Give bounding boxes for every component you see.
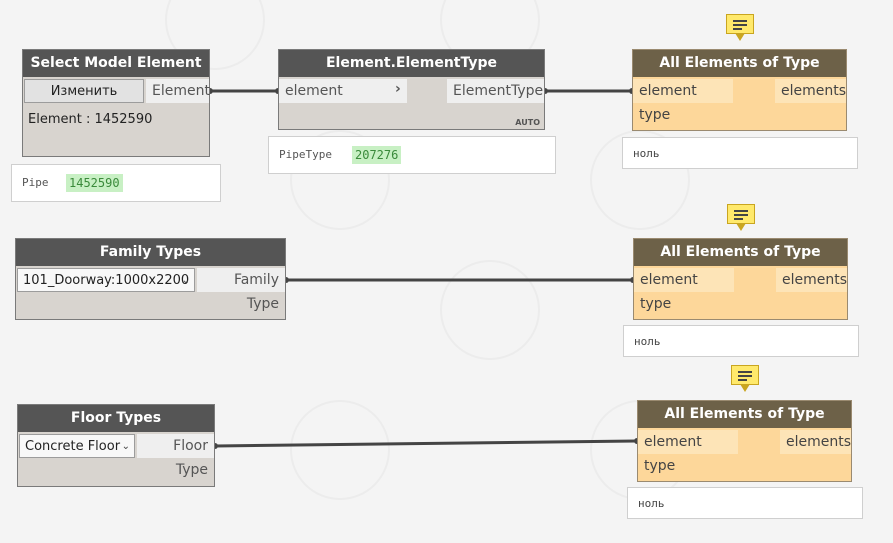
background-logo-mark <box>590 130 690 230</box>
preview-type: Pipe <box>22 176 49 189</box>
output-port-elements[interactable]: elements <box>776 268 847 292</box>
selected-element-value: Element : 1452590 <box>28 112 153 127</box>
chevron-down-icon: ⌄ <box>181 275 190 286</box>
preview-value: 1452590 <box>66 174 123 192</box>
node-title[interactable]: Select Model Element <box>23 50 209 77</box>
output-port-element[interactable]: Element <box>146 79 210 103</box>
input-port-element-type[interactable]: element type <box>634 268 734 312</box>
family-types-node[interactable]: Family Types 101_Doorway:1000x2200 ⌄ Fam… <box>15 238 286 320</box>
background-logo-mark <box>290 400 390 500</box>
node-title[interactable]: Floor Types <box>18 405 214 432</box>
preview-bubble: ноль <box>623 325 859 357</box>
change-selection-button[interactable]: Изменить <box>24 79 144 103</box>
dropdown-selected-value: Concrete Floor <box>25 439 121 454</box>
all-elements-of-type-node-3[interactable]: All Elements of Type element type elemen… <box>637 400 852 482</box>
preview-bubble: Pipe 1452590 <box>11 164 221 202</box>
preview-bubble: ноль <box>622 137 858 169</box>
all-elements-of-type-node-2[interactable]: All Elements of Type element type elemen… <box>633 238 848 320</box>
node-title[interactable]: All Elements of Type <box>638 401 851 428</box>
preview-value: 207276 <box>352 146 402 164</box>
lacing-mode-label[interactable]: AUTO <box>515 118 540 127</box>
preview-bubble: ноль <box>627 487 863 519</box>
dropdown-selected-value: 101_Doorway:1000x2200 <box>23 273 190 288</box>
chevron-down-icon: ⌄ <box>121 441 130 452</box>
chevron-right-icon: › <box>395 81 401 97</box>
element-type-node[interactable]: Element.ElementType element › ElementTyp… <box>278 49 545 130</box>
output-port-family-type[interactable]: Family Type <box>197 268 285 312</box>
note-icon[interactable] <box>726 14 754 41</box>
node-title[interactable]: Element.ElementType <box>279 50 544 77</box>
note-icon[interactable] <box>731 365 759 392</box>
background-logo-mark <box>440 260 540 360</box>
output-port-elements[interactable]: elements <box>775 79 846 103</box>
node-title[interactable]: Family Types <box>16 239 285 266</box>
all-elements-of-type-node-1[interactable]: All Elements of Type element type elemen… <box>632 49 847 131</box>
select-model-element-node[interactable]: Select Model Element Изменить Element El… <box>22 49 210 157</box>
family-type-dropdown[interactable]: 101_Doorway:1000x2200 ⌄ <box>17 268 195 292</box>
output-port-elementtype[interactable]: ElementType <box>447 79 544 103</box>
preview-null-value: ноль <box>633 147 660 160</box>
input-port-element[interactable]: element <box>279 79 407 103</box>
floor-type-dropdown[interactable]: Concrete Floor ⌄ <box>19 434 135 458</box>
preview-bubble: PipeType 207276 <box>268 136 556 174</box>
node-title[interactable]: All Elements of Type <box>634 239 847 266</box>
preview-type: PipeType <box>279 148 332 161</box>
output-port-floor-type[interactable]: Floor Type <box>137 434 214 478</box>
floor-types-node[interactable]: Floor Types Concrete Floor ⌄ Floor Type <box>17 404 215 487</box>
wire-floor-type-to-all-elements-3 <box>214 439 638 448</box>
input-port-element-type[interactable]: element type <box>633 79 733 123</box>
note-icon[interactable] <box>727 204 755 231</box>
preview-null-value: ноль <box>634 335 661 348</box>
preview-null-value: ноль <box>638 497 665 510</box>
node-title[interactable]: All Elements of Type <box>633 50 846 77</box>
output-port-elements[interactable]: elements <box>780 430 851 454</box>
background-logo-mark <box>290 130 390 230</box>
input-port-element-type[interactable]: element type <box>638 430 738 474</box>
